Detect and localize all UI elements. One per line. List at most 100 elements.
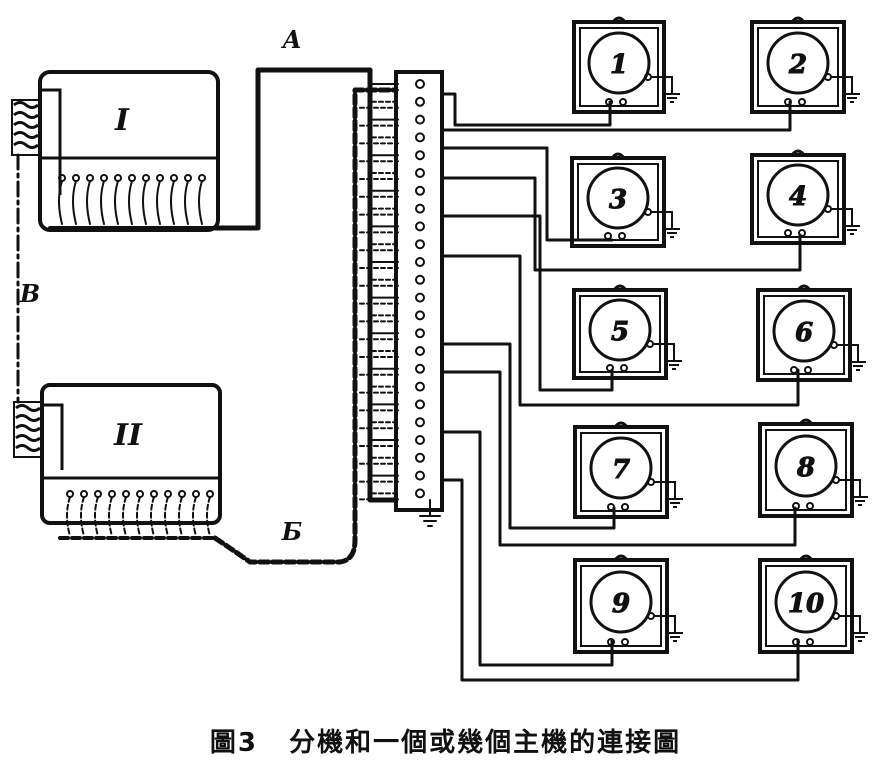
extension-unit-9: 9 — [573, 554, 683, 654]
extension-number: 3 — [609, 185, 627, 215]
extension-knob — [613, 421, 629, 428]
extension-knob — [610, 152, 626, 159]
main-unit-1-jack — [114, 174, 122, 182]
main-unit-2-jack — [122, 490, 130, 498]
main-unit-2-jack — [136, 490, 144, 498]
extension-unit-6: 6 — [756, 284, 866, 382]
extension-unit-1: 1 — [572, 16, 680, 114]
extension-terminal — [618, 232, 626, 240]
extension-frame — [572, 20, 666, 114]
ground-icon — [654, 615, 683, 642]
extension-inner-frame — [579, 295, 661, 373]
main-unit-2-cord — [136, 496, 141, 537]
extension-unit-10: 10 — [758, 554, 868, 654]
terminal — [415, 292, 425, 303]
strip-ground — [419, 499, 441, 527]
terminal — [415, 488, 425, 499]
main-unit-1-jack — [184, 174, 192, 182]
extension-ground-terminal — [644, 208, 652, 216]
terminal — [415, 381, 425, 392]
ground-icon — [654, 481, 683, 508]
main-unit-1-jack — [128, 174, 136, 182]
extension-knob — [613, 554, 629, 561]
extension-terminal — [806, 638, 814, 646]
extension-unit-2: 2 — [750, 16, 860, 114]
extension-dial — [586, 166, 650, 230]
extension-terminal — [784, 98, 792, 106]
units: 1 2 3 4 5 67 8 9 10 — [11, 16, 868, 654]
terminal — [415, 239, 425, 250]
extension-terminal — [804, 366, 812, 374]
terminal — [415, 417, 425, 428]
main-unit-2-jack — [108, 490, 116, 498]
extension-inner-frame — [580, 565, 662, 647]
extension-dial — [589, 570, 653, 634]
extension-frame — [750, 20, 846, 114]
ground-icon — [651, 76, 680, 103]
main-unit-2-cord — [108, 496, 113, 537]
main-unit-2-jack — [164, 490, 172, 498]
extension-inner-frame — [757, 160, 839, 238]
main-unit-1-cord — [86, 180, 91, 225]
terminal — [415, 346, 425, 356]
extension-knob — [611, 16, 627, 23]
main-unit-2-cord — [178, 496, 183, 537]
main-unit-1-side — [40, 88, 62, 195]
main-unit-1-cord — [114, 180, 119, 225]
extension-frame — [572, 288, 668, 380]
main-unit-2-cord — [94, 496, 99, 537]
extension-inner-frame — [580, 432, 662, 512]
extension-unit-8: 8 — [758, 418, 868, 518]
feeder-wire-6 — [440, 254, 800, 407]
extension-number: 9 — [612, 589, 630, 619]
extension-terminal — [792, 638, 800, 646]
terminal — [415, 274, 425, 285]
main-unit-1-cord — [142, 180, 147, 225]
terminal — [415, 185, 425, 196]
main-unit-2-cord — [150, 496, 155, 537]
extension-terminal — [607, 503, 615, 511]
extension-number: 4 — [789, 182, 807, 212]
main-unit-1-cord — [184, 180, 189, 225]
extension-ground-terminal — [830, 341, 838, 349]
main-unit-2-coil — [15, 404, 41, 452]
extension-ground-terminal — [824, 73, 832, 81]
extension-terminal — [606, 364, 614, 372]
extension-number: 2 — [788, 50, 807, 80]
extension-frame — [750, 153, 846, 245]
extension-terminal — [607, 638, 615, 646]
extension-number: 8 — [796, 453, 815, 483]
extension-dial — [588, 298, 652, 362]
extension-dial — [587, 31, 651, 95]
extension-number: 5 — [611, 317, 629, 347]
extension-frame — [758, 558, 854, 654]
extension-unit-3: 3 — [570, 152, 680, 248]
main-unit-2-cord — [122, 496, 127, 537]
extension-frame — [756, 288, 852, 382]
main-unit-2-coil-frame — [13, 401, 43, 458]
terminal — [415, 132, 425, 143]
feeder-wire-8 — [440, 370, 797, 547]
extension-knob — [796, 284, 812, 291]
wiring — [16, 67, 802, 682]
main-unit-2-jack — [206, 490, 214, 498]
main-unit-2-cord — [80, 496, 85, 537]
extension-unit-7: 7 — [573, 421, 683, 519]
wire-v-label: B — [19, 279, 40, 308]
extension-terminal — [620, 364, 628, 372]
extension-dial — [774, 570, 838, 634]
terminal — [415, 221, 425, 232]
extension-inner-frame — [765, 565, 847, 647]
extension-unit-4: 4 — [750, 149, 860, 245]
extension-terminal — [790, 366, 798, 374]
terminal — [415, 470, 425, 481]
main-unit-1-jack — [170, 174, 178, 182]
extension-inner-frame — [757, 27, 839, 107]
extension-terminal — [798, 229, 806, 237]
ground-icon — [831, 208, 860, 235]
main-unit-2-jack — [150, 490, 158, 498]
main-unit-2-jack — [80, 490, 88, 498]
extension-terminal — [784, 229, 792, 237]
